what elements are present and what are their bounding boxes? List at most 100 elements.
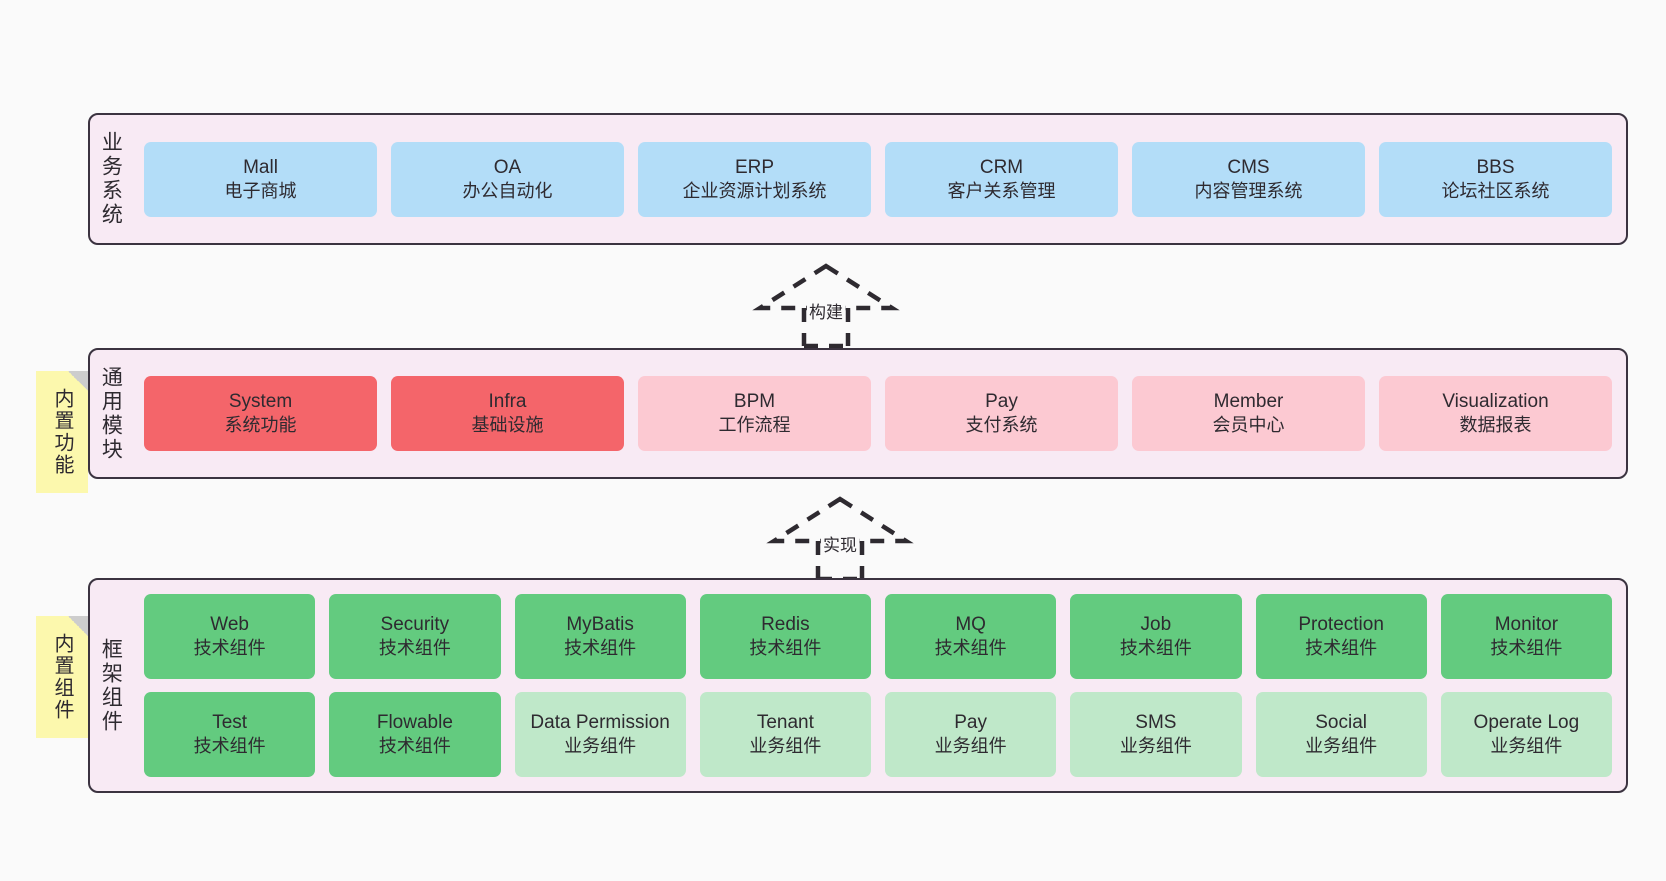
node-name: Social [1315, 712, 1367, 734]
node-name: ERP [734, 156, 775, 178]
node-name: Security [380, 614, 450, 636]
node-flowable[interactable]: Flowable 技术组件 [329, 692, 501, 777]
node-subtitle: 系统功能 [224, 415, 297, 436]
node-redis[interactable]: Redis 技术组件 [699, 594, 871, 679]
node-operate-log[interactable]: Operate Log 业务组件 [1440, 692, 1612, 777]
node-subtitle: 业务组件 [934, 736, 1007, 757]
node-subtitle: 会员中心 [1212, 415, 1285, 436]
node-name: Mall [243, 156, 278, 178]
node-test[interactable]: Test 技术组件 [144, 692, 316, 777]
layer-body-common-module: System 系统功能 Infra 基础设施 BPM 工作流程 Pay 支付系统… [130, 350, 1626, 477]
node-subtitle: 技术组件 [934, 638, 1007, 659]
node-name: BPM [733, 391, 776, 413]
node-name: Pay [954, 712, 987, 734]
node-name: SMS [1135, 712, 1177, 734]
node-subtitle: 技术组件 [1119, 638, 1192, 659]
node-protection[interactable]: Protection 技术组件 [1255, 594, 1427, 679]
layer-framework-component[interactable]: 框架组件 Web 技术组件 Security 技术组件 MyBatis 技术组件… [88, 578, 1628, 793]
generalization-arrow-icon [752, 263, 900, 349]
node-job[interactable]: Job 技术组件 [1070, 594, 1242, 679]
node-data-permission[interactable]: Data Permission 业务组件 [514, 692, 686, 777]
node-subtitle: 内容管理系统 [1194, 180, 1303, 201]
node-subtitle: 论坛社区系统 [1441, 180, 1550, 201]
node-subtitle: 业务组件 [1305, 736, 1378, 757]
node-bpm[interactable]: BPM 工作流程 [638, 376, 871, 451]
node-name: Data Permission [530, 712, 670, 734]
node-subtitle: 技术组件 [1305, 638, 1378, 659]
sticky-note-text: 内置组件 [51, 633, 73, 721]
node-security[interactable]: Security 技术组件 [329, 594, 501, 679]
arrow-implement: 实现 [766, 495, 914, 582]
node-visualization[interactable]: Visualization 数据报表 [1379, 376, 1612, 451]
node-name: Tenant [756, 712, 814, 734]
arrow-label: 构建 [807, 298, 845, 323]
node-mybatis[interactable]: MyBatis 技术组件 [514, 594, 686, 679]
sticky-note-builtin-component[interactable]: 内置组件 [36, 616, 88, 738]
node-name: Flowable [376, 712, 453, 734]
node-name: OA [493, 156, 522, 178]
layer-title-framework-component: 框架组件 [99, 637, 123, 734]
node-pay-component[interactable]: Pay 业务组件 [885, 692, 1057, 777]
node-subtitle: 技术组件 [193, 736, 266, 757]
node-bbs[interactable]: BBS 论坛社区系统 [1379, 141, 1612, 217]
layer-business-system[interactable]: 业务系统 Mall 电子商城 OA 办公自动化 ERP 企业资源计划系统 CRM… [88, 113, 1628, 245]
arrow-build: 构建 [752, 262, 900, 349]
node-name: Visualization [1442, 391, 1549, 413]
layer-body-framework-component: Web 技术组件 Security 技术组件 MyBatis 技术组件 Redi… [130, 580, 1626, 791]
node-subtitle: 技术组件 [564, 638, 637, 659]
node-name: System [228, 391, 293, 413]
node-subtitle: 支付系统 [965, 415, 1038, 436]
node-subtitle: 业务组件 [749, 736, 822, 757]
folded-corner-icon [68, 616, 88, 636]
node-subtitle: 业务组件 [1490, 736, 1563, 757]
node-oa[interactable]: OA 办公自动化 [391, 141, 624, 217]
node-subtitle: 工作流程 [718, 415, 791, 436]
node-subtitle: 技术组件 [193, 638, 266, 659]
node-subtitle: 办公自动化 [462, 180, 553, 201]
node-name: MyBatis [566, 614, 634, 636]
sticky-note-text: 内置功能 [51, 388, 73, 476]
node-subtitle: 业务组件 [1119, 736, 1192, 757]
node-system[interactable]: System 系统功能 [144, 376, 377, 451]
node-subtitle: 技术组件 [378, 736, 451, 757]
node-subtitle: 数据报表 [1459, 415, 1532, 436]
layer-common-module[interactable]: 通用模块 System 系统功能 Infra 基础设施 BPM 工作流程 Pay… [88, 348, 1628, 479]
node-name: Pay [985, 391, 1018, 413]
node-name: BBS [1476, 156, 1515, 178]
node-crm[interactable]: CRM 客户关系管理 [885, 141, 1118, 217]
node-tenant[interactable]: Tenant 业务组件 [699, 692, 871, 777]
node-erp[interactable]: ERP 企业资源计划系统 [638, 141, 871, 217]
node-sms[interactable]: SMS 业务组件 [1070, 692, 1242, 777]
node-name: Monitor [1494, 614, 1559, 636]
layer-body-business-system: Mall 电子商城 OA 办公自动化 ERP 企业资源计划系统 CRM 客户关系… [130, 115, 1626, 243]
folded-corner-icon [68, 371, 88, 391]
arrow-label: 实现 [821, 531, 859, 556]
node-subtitle: 技术组件 [749, 638, 822, 659]
node-web[interactable]: Web 技术组件 [144, 594, 316, 679]
node-subtitle: 业务组件 [564, 736, 637, 757]
node-name: Test [212, 712, 248, 734]
node-name: CRM [979, 156, 1024, 178]
node-name: Web [210, 614, 249, 636]
node-pay-module[interactable]: Pay 支付系统 [885, 376, 1118, 451]
node-subtitle: 电子商城 [224, 180, 297, 201]
node-name: Protection [1298, 614, 1384, 636]
layer-title-common-module: 通用模块 [99, 365, 123, 462]
node-member[interactable]: Member 会员中心 [1132, 376, 1365, 451]
node-mq[interactable]: MQ 技术组件 [885, 594, 1057, 679]
node-name: Job [1140, 614, 1172, 636]
node-social[interactable]: Social 业务组件 [1255, 692, 1427, 777]
node-mall[interactable]: Mall 电子商城 [144, 141, 377, 217]
node-name: CMS [1227, 156, 1270, 178]
node-subtitle: 客户关系管理 [947, 180, 1056, 201]
layer-title-business-system: 业务系统 [99, 131, 123, 227]
node-subtitle: 基础设施 [471, 415, 544, 436]
sticky-note-builtin-function[interactable]: 内置功能 [36, 371, 88, 493]
node-name: Redis [761, 614, 810, 636]
node-name: Operate Log [1473, 712, 1580, 734]
node-infra[interactable]: Infra 基础设施 [391, 376, 624, 451]
node-cms[interactable]: CMS 内容管理系统 [1132, 141, 1365, 217]
node-subtitle: 企业资源计划系统 [682, 180, 827, 201]
node-monitor[interactable]: Monitor 技术组件 [1440, 594, 1612, 679]
